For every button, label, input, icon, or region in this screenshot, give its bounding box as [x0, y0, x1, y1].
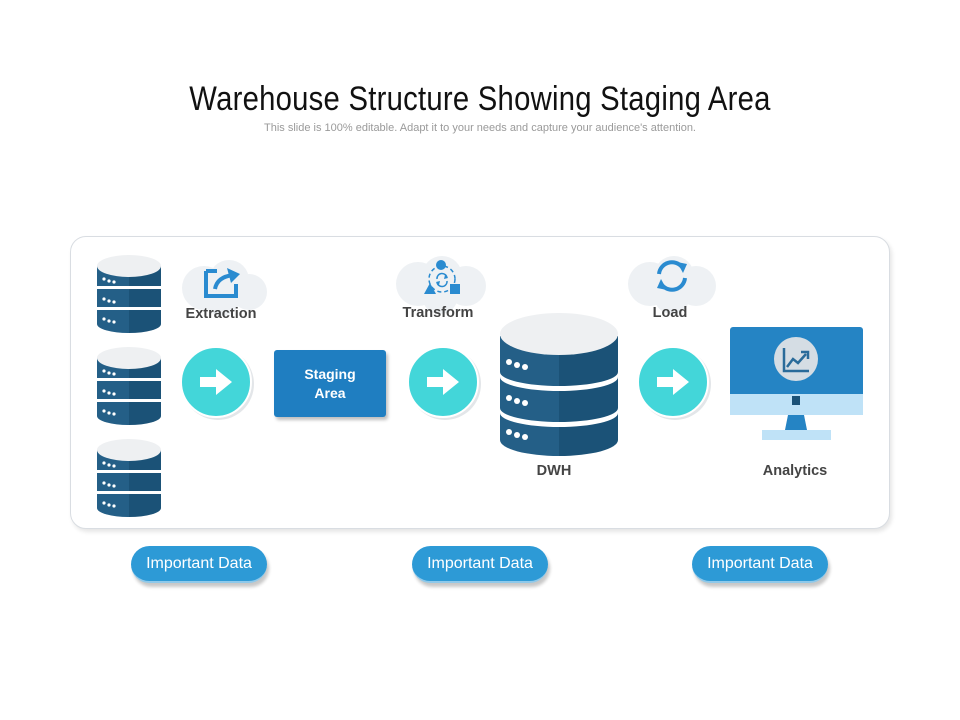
right-arrow-icon — [407, 346, 481, 420]
source-database-3-icon — [97, 439, 161, 517]
important-data-pill-1: Important Data — [131, 546, 267, 583]
extraction-label: Extraction — [185, 306, 257, 322]
analytics-monitor-icon — [730, 327, 863, 440]
page-title: Warehouse Structure Showing Staging Area — [189, 80, 771, 118]
staging-area-label: Staging Area — [304, 365, 356, 401]
trend-chart-icon — [782, 348, 810, 373]
analytics-label: Analytics — [762, 463, 828, 479]
export-arrow-icon — [204, 268, 240, 298]
dwh-label: DWH — [536, 463, 572, 479]
process-cycle-icon — [424, 260, 460, 294]
source-database-2-icon — [97, 347, 161, 425]
important-data-pill-2: Important Data — [412, 546, 548, 583]
load-label: Load — [652, 305, 688, 321]
important-data-pill-3: Important Data — [692, 546, 828, 583]
transform-label: Transform — [402, 305, 474, 321]
refresh-icon — [657, 260, 687, 292]
staging-area-box: Staging Area — [274, 350, 386, 417]
right-arrow-icon — [637, 346, 711, 420]
dwh-database-icon — [500, 313, 618, 456]
page-subtitle: This slide is 100% editable. Adapt it to… — [264, 122, 696, 134]
source-database-1-icon — [97, 255, 161, 333]
right-arrow-icon — [180, 346, 254, 420]
